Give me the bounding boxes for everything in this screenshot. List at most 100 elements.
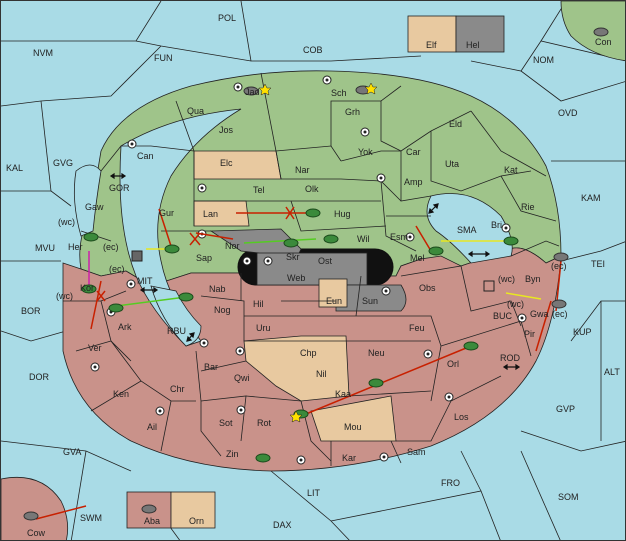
army-unit-green[interactable] (428, 246, 444, 256)
army-unit-green[interactable] (463, 341, 479, 351)
label-alt: ALT (604, 367, 620, 377)
legend-gray-box (455, 15, 505, 53)
army-unit-gray[interactable] (593, 27, 609, 37)
double-arrow-icon (467, 250, 491, 258)
legend-tan-box (407, 15, 457, 53)
label-cob: COB (303, 45, 323, 55)
region-cow[interactable] (1, 476, 69, 541)
label-rbu: RBU (167, 326, 186, 336)
army-unit-gray[interactable] (243, 86, 259, 96)
region-eun[interactable] (318, 278, 348, 308)
army-unit-green[interactable] (178, 292, 194, 302)
label-hil: Hil (253, 299, 264, 309)
supply-center (90, 362, 100, 372)
red-borders (63, 265, 532, 466)
label-car: Car (406, 147, 421, 157)
army-unit-gray[interactable] (551, 299, 567, 309)
label-fro: FRO (441, 478, 460, 488)
legend-label-orn: Orn (189, 516, 204, 526)
double-arrow-icon (428, 203, 439, 214)
supply-center (127, 139, 137, 149)
fleet-unit[interactable] (483, 280, 495, 292)
label-lit: LIT (307, 488, 321, 498)
double-arrow-icon (109, 172, 127, 180)
legend-tan-box-2 (170, 491, 216, 529)
label-mel: Mel (410, 253, 425, 263)
label-wc4: (wc) (507, 299, 524, 309)
label-amp: Amp (404, 177, 423, 187)
region-web-ost[interactable] (256, 252, 368, 286)
army-unit-gray[interactable] (23, 511, 39, 521)
army-unit-green[interactable] (368, 378, 384, 388)
label-gvg: GVG (53, 158, 73, 168)
label-nog: Nog (214, 305, 231, 315)
army-unit-green[interactable] (164, 244, 180, 254)
label-los: Los (454, 412, 469, 422)
label-mou: Mou (344, 422, 362, 432)
label-con: Con (595, 37, 612, 47)
label-swm: SWM (80, 513, 102, 523)
label-sam: Sam (407, 447, 426, 457)
double-arrow-icon (502, 363, 521, 371)
supply-center (444, 392, 454, 402)
label-ver: Ver (88, 343, 102, 353)
move-arrow (158, 208, 172, 247)
supply-center (360, 127, 370, 137)
supply-center (296, 455, 306, 465)
label-zin: Zin (226, 449, 239, 459)
x-mark (96, 290, 106, 302)
label-rie: Rie (521, 202, 535, 212)
label-uta: Uta (445, 159, 459, 169)
label-gva: GVA (63, 447, 81, 457)
army-unit-gray[interactable] (141, 504, 157, 514)
supply-center (322, 75, 332, 85)
inner-lake-rbu (150, 285, 202, 347)
label-bri: Bri (491, 220, 502, 230)
move-arrow (415, 225, 432, 252)
legend-label-elf: Elf (426, 40, 437, 50)
label-gwa: Gwa (530, 309, 549, 319)
army-unit-green[interactable] (283, 238, 299, 248)
region-labels: POL NVM FUN COB NOM Con OVD KAL GVG GOR … (6, 13, 620, 538)
label-chr: Chr (170, 384, 185, 394)
move-arrow (535, 300, 552, 352)
label-web: Web (287, 273, 305, 283)
move-orders (35, 208, 562, 520)
region-con[interactable] (560, 1, 626, 62)
label-wc2: (wc) (498, 274, 515, 284)
label-can: Can (137, 151, 154, 161)
bottom-legend: Aba Orn (126, 491, 216, 529)
army-unit-green[interactable] (83, 232, 99, 242)
label-uru: Uru (256, 323, 271, 333)
label-sap: Sap (196, 253, 212, 263)
label-jos: Jos (219, 125, 234, 135)
label-eun: Eun (326, 296, 342, 306)
label-sot: Sot (219, 418, 233, 428)
supply-center (517, 313, 527, 323)
army-unit-green[interactable] (305, 208, 321, 218)
label-nom: NOM (533, 55, 554, 65)
supply-center (199, 338, 209, 348)
label-kor: Kor (80, 283, 94, 293)
fleet-unit[interactable] (131, 250, 143, 262)
label-ken: Ken (113, 389, 129, 399)
move-arrow (90, 280, 102, 330)
label-ec1: (ec) (103, 242, 119, 252)
army-unit-green[interactable] (108, 303, 124, 313)
star-icon (289, 410, 303, 423)
label-wil: Wil (357, 234, 370, 244)
label-qwi: Qwi (234, 373, 250, 383)
region-elc[interactable] (193, 150, 282, 180)
army-unit-green[interactable] (323, 234, 339, 244)
label-rot: Rot (257, 418, 272, 428)
inner-sea-gor (73, 164, 102, 237)
legend-label-hel: Hel (466, 40, 480, 50)
x-mark (189, 232, 201, 246)
label-her: Her (68, 242, 83, 252)
army-unit-green[interactable] (503, 236, 519, 246)
region-chp-nil[interactable] (243, 335, 350, 402)
army-unit-green[interactable] (255, 453, 271, 463)
army-unit-green[interactable] (81, 284, 97, 294)
army-unit-gray[interactable] (553, 252, 569, 262)
